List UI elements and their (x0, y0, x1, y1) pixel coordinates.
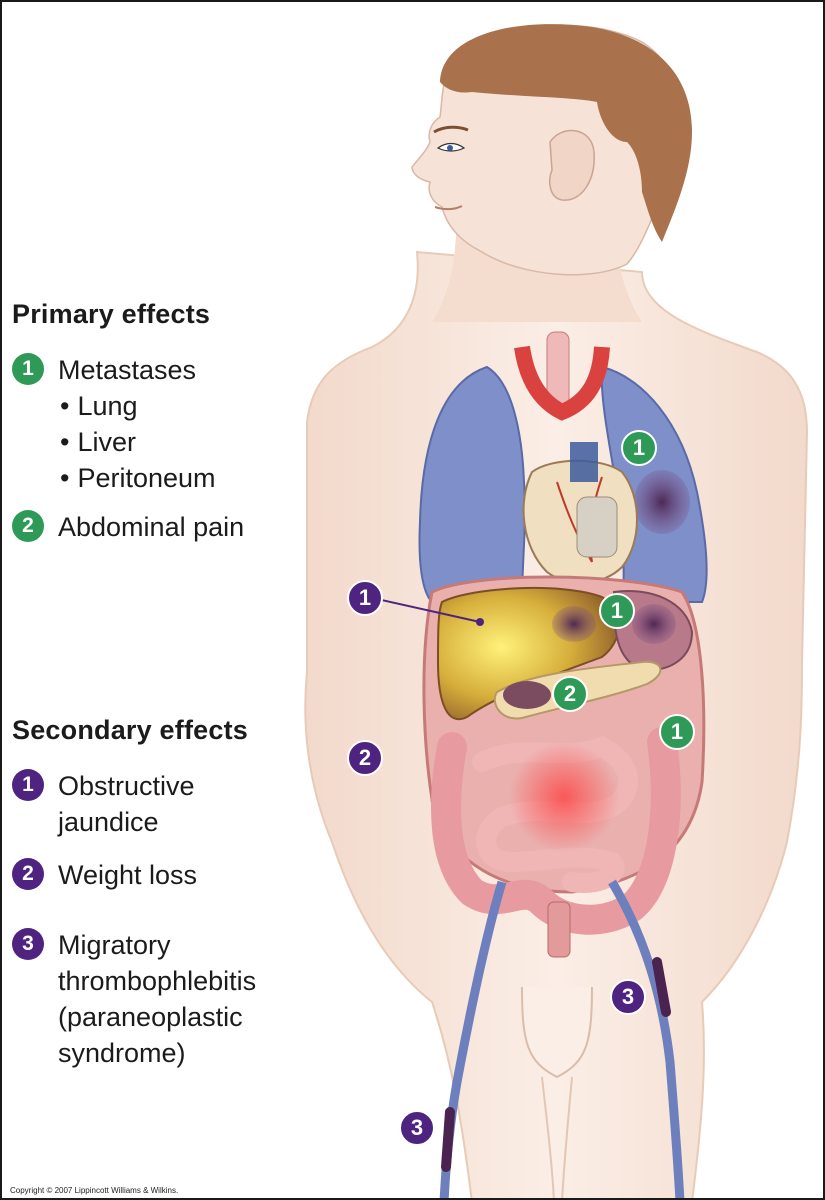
marker-liver-metastasis: 1 (599, 593, 635, 629)
inner-thigh-left (541, 1076, 555, 1198)
secondary-effects-heading: Secondary effects (12, 715, 248, 745)
bullet-peritoneum: Peritoneum (60, 460, 215, 496)
secondary-item-3-line-3: (paraneoplastic (58, 1002, 243, 1032)
primary-item-2: 2 Abdominal pain (12, 509, 244, 545)
secondary-badge-2: 2 (12, 858, 44, 890)
iris (447, 145, 453, 151)
primary-effects-heading: Primary effects (12, 299, 211, 329)
secondary-badge-3: 3 (12, 928, 44, 960)
primary-item-1: 1 Metastases (12, 352, 196, 388)
marker-obstructive-jaundice: 1 (347, 580, 383, 616)
pericardium (570, 442, 598, 482)
jaundice-leader-line (376, 598, 481, 623)
vein-clot-left (652, 957, 671, 1017)
metastases-bullet-list: Lung Liver Peritoneum (60, 388, 216, 496)
heart-ventricle (576, 496, 618, 558)
stomach-metastasis (632, 604, 676, 644)
eyebrow (433, 125, 469, 134)
liver-metastasis (552, 606, 596, 642)
large-intestine (431, 727, 681, 935)
secondary-item-1-line-2: jaundice (58, 807, 159, 837)
primary-item-1-text: Metastases (58, 355, 197, 385)
small-intestine (472, 736, 638, 893)
primary-badge-2: 2 (12, 510, 44, 542)
secondary-item-2-line-1: Weight loss (58, 860, 198, 890)
ear (549, 129, 595, 201)
secondary-item-1: 1 Obstructive jaundice (12, 768, 195, 840)
vein-left-leg (608, 879, 685, 1198)
marker-peritoneum-metastasis: 1 (659, 714, 695, 750)
marker-thrombophlebitis-left: 3 (610, 979, 646, 1015)
secondary-item-3-line-1: Migratory (58, 930, 171, 960)
secondary-item-3-text: Migratory thrombophlebitis (paraneoplast… (58, 927, 256, 1071)
marker-thrombophlebitis-right: 3 (399, 1110, 435, 1146)
inner-thigh-right (561, 1076, 573, 1198)
vein-clot-right (441, 1107, 455, 1172)
bullet-liver: Liver (60, 424, 216, 460)
mouth (434, 205, 463, 211)
hair (440, 24, 692, 242)
bullet-lung: Lung (60, 388, 216, 424)
secondary-item-3-line-4: syndrome) (58, 1038, 186, 1068)
copyright-notice: Copyright © 2007 Lippincott Williams & W… (10, 1186, 179, 1195)
secondary-item-2: 2 Weight loss (12, 857, 197, 893)
pain-glow (509, 742, 619, 852)
pancreas-tumor (503, 681, 551, 709)
secondary-item-1-line-1: Obstructive (58, 771, 195, 801)
primary-badge-1: 1 (12, 353, 44, 385)
lung-metastasis (634, 470, 690, 534)
secondary-item-1-text: Obstructive jaundice (58, 768, 195, 840)
pelvis-outline (521, 986, 593, 1079)
secondary-item-2-text: Weight loss (58, 857, 197, 893)
secondary-item-3: 3 Migratory thrombophlebitis (paraneopla… (12, 927, 256, 1071)
primary-item-2-text: Abdominal pain (58, 512, 245, 542)
marker-lung-metastasis: 1 (621, 430, 657, 466)
rectum (547, 901, 571, 958)
secondary-item-3-line-2: thrombophlebitis (58, 966, 257, 996)
aorta (514, 345, 610, 421)
jaundice-leader-dot (476, 618, 484, 626)
marker-abdominal-pain: 2 (552, 676, 588, 712)
marker-weight-loss: 2 (347, 740, 383, 776)
secondary-badge-1: 1 (12, 769, 44, 801)
